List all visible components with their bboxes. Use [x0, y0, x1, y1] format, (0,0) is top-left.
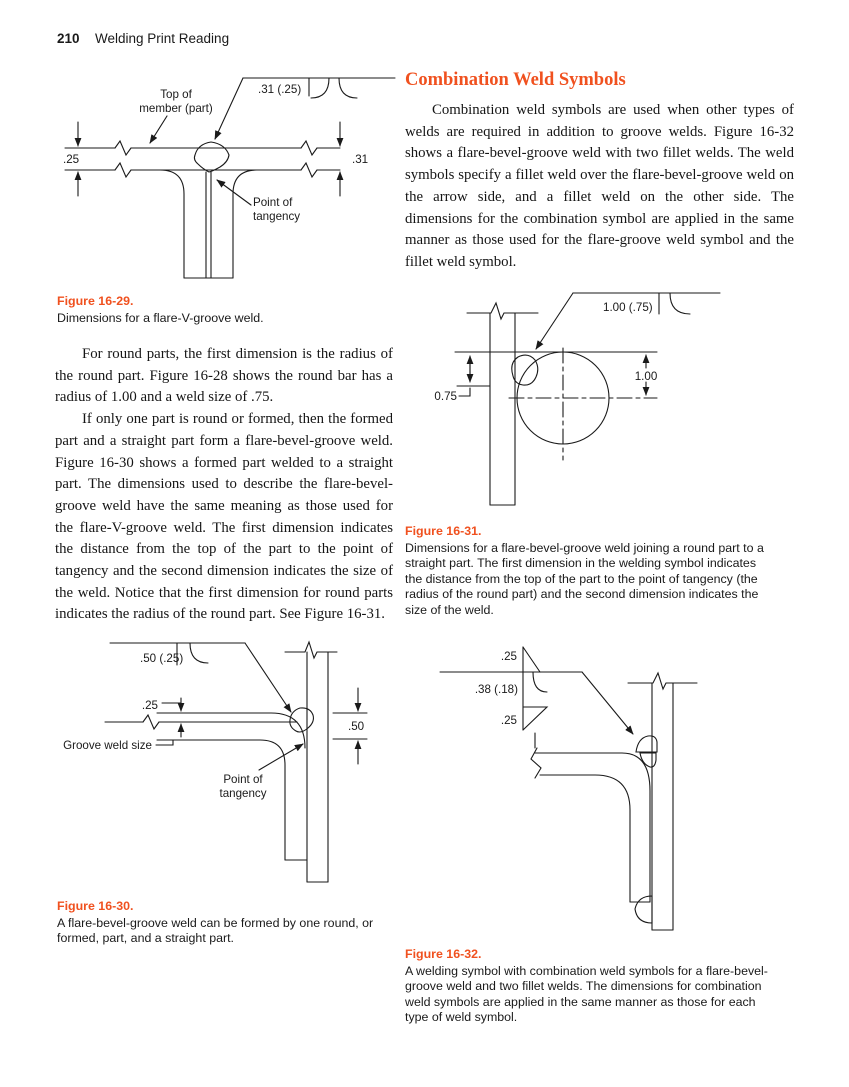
figure-16-32-drawing: .25 .38 (.18) .25 — [400, 638, 795, 938]
welding-symbol: .31 (.25) — [214, 77, 396, 140]
svg-text:tangency: tangency — [253, 210, 300, 223]
paragraph: For round parts, the first dimension is … — [55, 346, 393, 406]
symbol-dimension: 1.00 (.75) — [603, 301, 653, 314]
weld-bead — [289, 707, 314, 733]
flare-v-arc-left — [310, 77, 330, 99]
welding-symbol: .50 (.25) — [109, 642, 292, 713]
svg-text:.25: .25 — [501, 714, 517, 727]
caption-text: Dimensions for a flare-bevel-groove weld… — [405, 540, 764, 617]
caption-text: A welding symbol with combination weld s… — [405, 963, 768, 1025]
welding-symbol: .25 .38 (.18) .25 — [439, 646, 634, 749]
caption-title: Figure 16-32. — [405, 947, 482, 961]
svg-text:Point of: Point of — [253, 196, 293, 209]
weld-bead — [193, 141, 230, 173]
figure-16-32-caption: Figure 16-32. A welding symbol with comb… — [405, 947, 773, 1026]
straight-plate — [284, 640, 338, 883]
svg-text:tangency: tangency — [219, 787, 266, 800]
svg-text:.50: .50 — [348, 720, 364, 733]
flare-bevel-arc — [189, 642, 209, 664]
flare-v-arc-right — [338, 77, 358, 99]
point-of-tangency-callout: Point of tangency — [219, 743, 304, 800]
top-of-member-callout: Top of member (part) — [139, 88, 213, 144]
caption-text: A flare-bevel-groove weld can be formed … — [57, 915, 374, 946]
weld-bead — [511, 354, 539, 386]
svg-text:1.00: 1.00 — [635, 370, 658, 383]
caption-title: Figure 16-29. — [57, 294, 134, 308]
caption-text: Dimensions for a flare-V-groove weld. — [57, 310, 264, 325]
caption-title: Figure 16-31. — [405, 524, 482, 538]
dim-label-left: .25 — [63, 153, 79, 166]
svg-text:Top of: Top of — [160, 88, 192, 101]
svg-text:0.75: 0.75 — [434, 390, 457, 403]
fillet-weld-bead-top — [635, 735, 658, 753]
svg-text:Groove weld size: Groove weld size — [63, 739, 152, 752]
dimension-25: .25 — [142, 697, 185, 738]
book-title: Welding Print Reading — [95, 31, 230, 46]
right-column-text: Combination weld symbols are used when o… — [405, 100, 794, 274]
caption-title: Figure 16-30. — [57, 899, 134, 913]
paragraph: Combination weld symbols are used when o… — [405, 102, 794, 270]
page-number: 210 — [57, 31, 80, 46]
dimension-075: 0.75 — [434, 355, 474, 403]
straight-plate — [466, 301, 539, 506]
fillet-symbol-top — [522, 646, 541, 673]
welding-symbol: 1.00 (.75) — [535, 292, 721, 350]
figure-16-30-caption: Figure 16-30. A flare-bevel-groove weld … — [57, 899, 402, 947]
figure-16-29-drawing: .25 .31 Top of member (part) .31 (.25) P… — [45, 58, 405, 293]
svg-text:.25: .25 — [501, 650, 517, 663]
figure-16-30-drawing: .50 (.25) .25 — [45, 618, 405, 910]
stem-members — [159, 169, 258, 279]
groove-weld-size-callout: Groove weld size — [63, 739, 174, 752]
straight-plate — [627, 671, 698, 931]
svg-text:Point of: Point of — [223, 773, 263, 786]
section-heading: Combination Weld Symbols — [405, 70, 626, 90]
svg-text:.38 (.18): .38 (.18) — [475, 683, 518, 696]
figure-16-31-caption: Figure 16-31. Dimensions for a flare-bev… — [405, 524, 767, 618]
figure-16-29-caption: Figure 16-29. Dimensions for a flare-V-g… — [57, 294, 397, 326]
point-of-tangency-callout: Point of tangency — [216, 179, 300, 223]
formed-part — [104, 712, 308, 861]
groove-weld-bead — [639, 752, 657, 768]
formed-part — [530, 747, 651, 903]
symbol-dimension: .31 (.25) — [258, 83, 301, 96]
flare-bevel-arc — [669, 292, 691, 315]
fillet-weld-bead-bottom — [634, 895, 653, 924]
left-column-text: For round parts, the first dimension is … — [55, 344, 393, 626]
dimension-100: 1.00 — [635, 354, 658, 396]
svg-text:member (part): member (part) — [139, 102, 213, 115]
flange-member — [64, 139, 341, 179]
paragraph: If only one part is round or formed, the… — [55, 411, 393, 623]
symbol-dimension: .50 (.25) — [140, 652, 183, 665]
round-bar — [508, 347, 658, 461]
flare-bevel-arc — [532, 671, 548, 693]
fillet-symbol-bottom — [522, 706, 549, 731]
figure-16-31-drawing: 0.75 1.00 1.00 (.75) — [405, 278, 800, 523]
dim-label-right: .31 — [352, 153, 368, 166]
dimension-50: .50 — [332, 687, 368, 765]
svg-text:.25: .25 — [142, 699, 158, 712]
